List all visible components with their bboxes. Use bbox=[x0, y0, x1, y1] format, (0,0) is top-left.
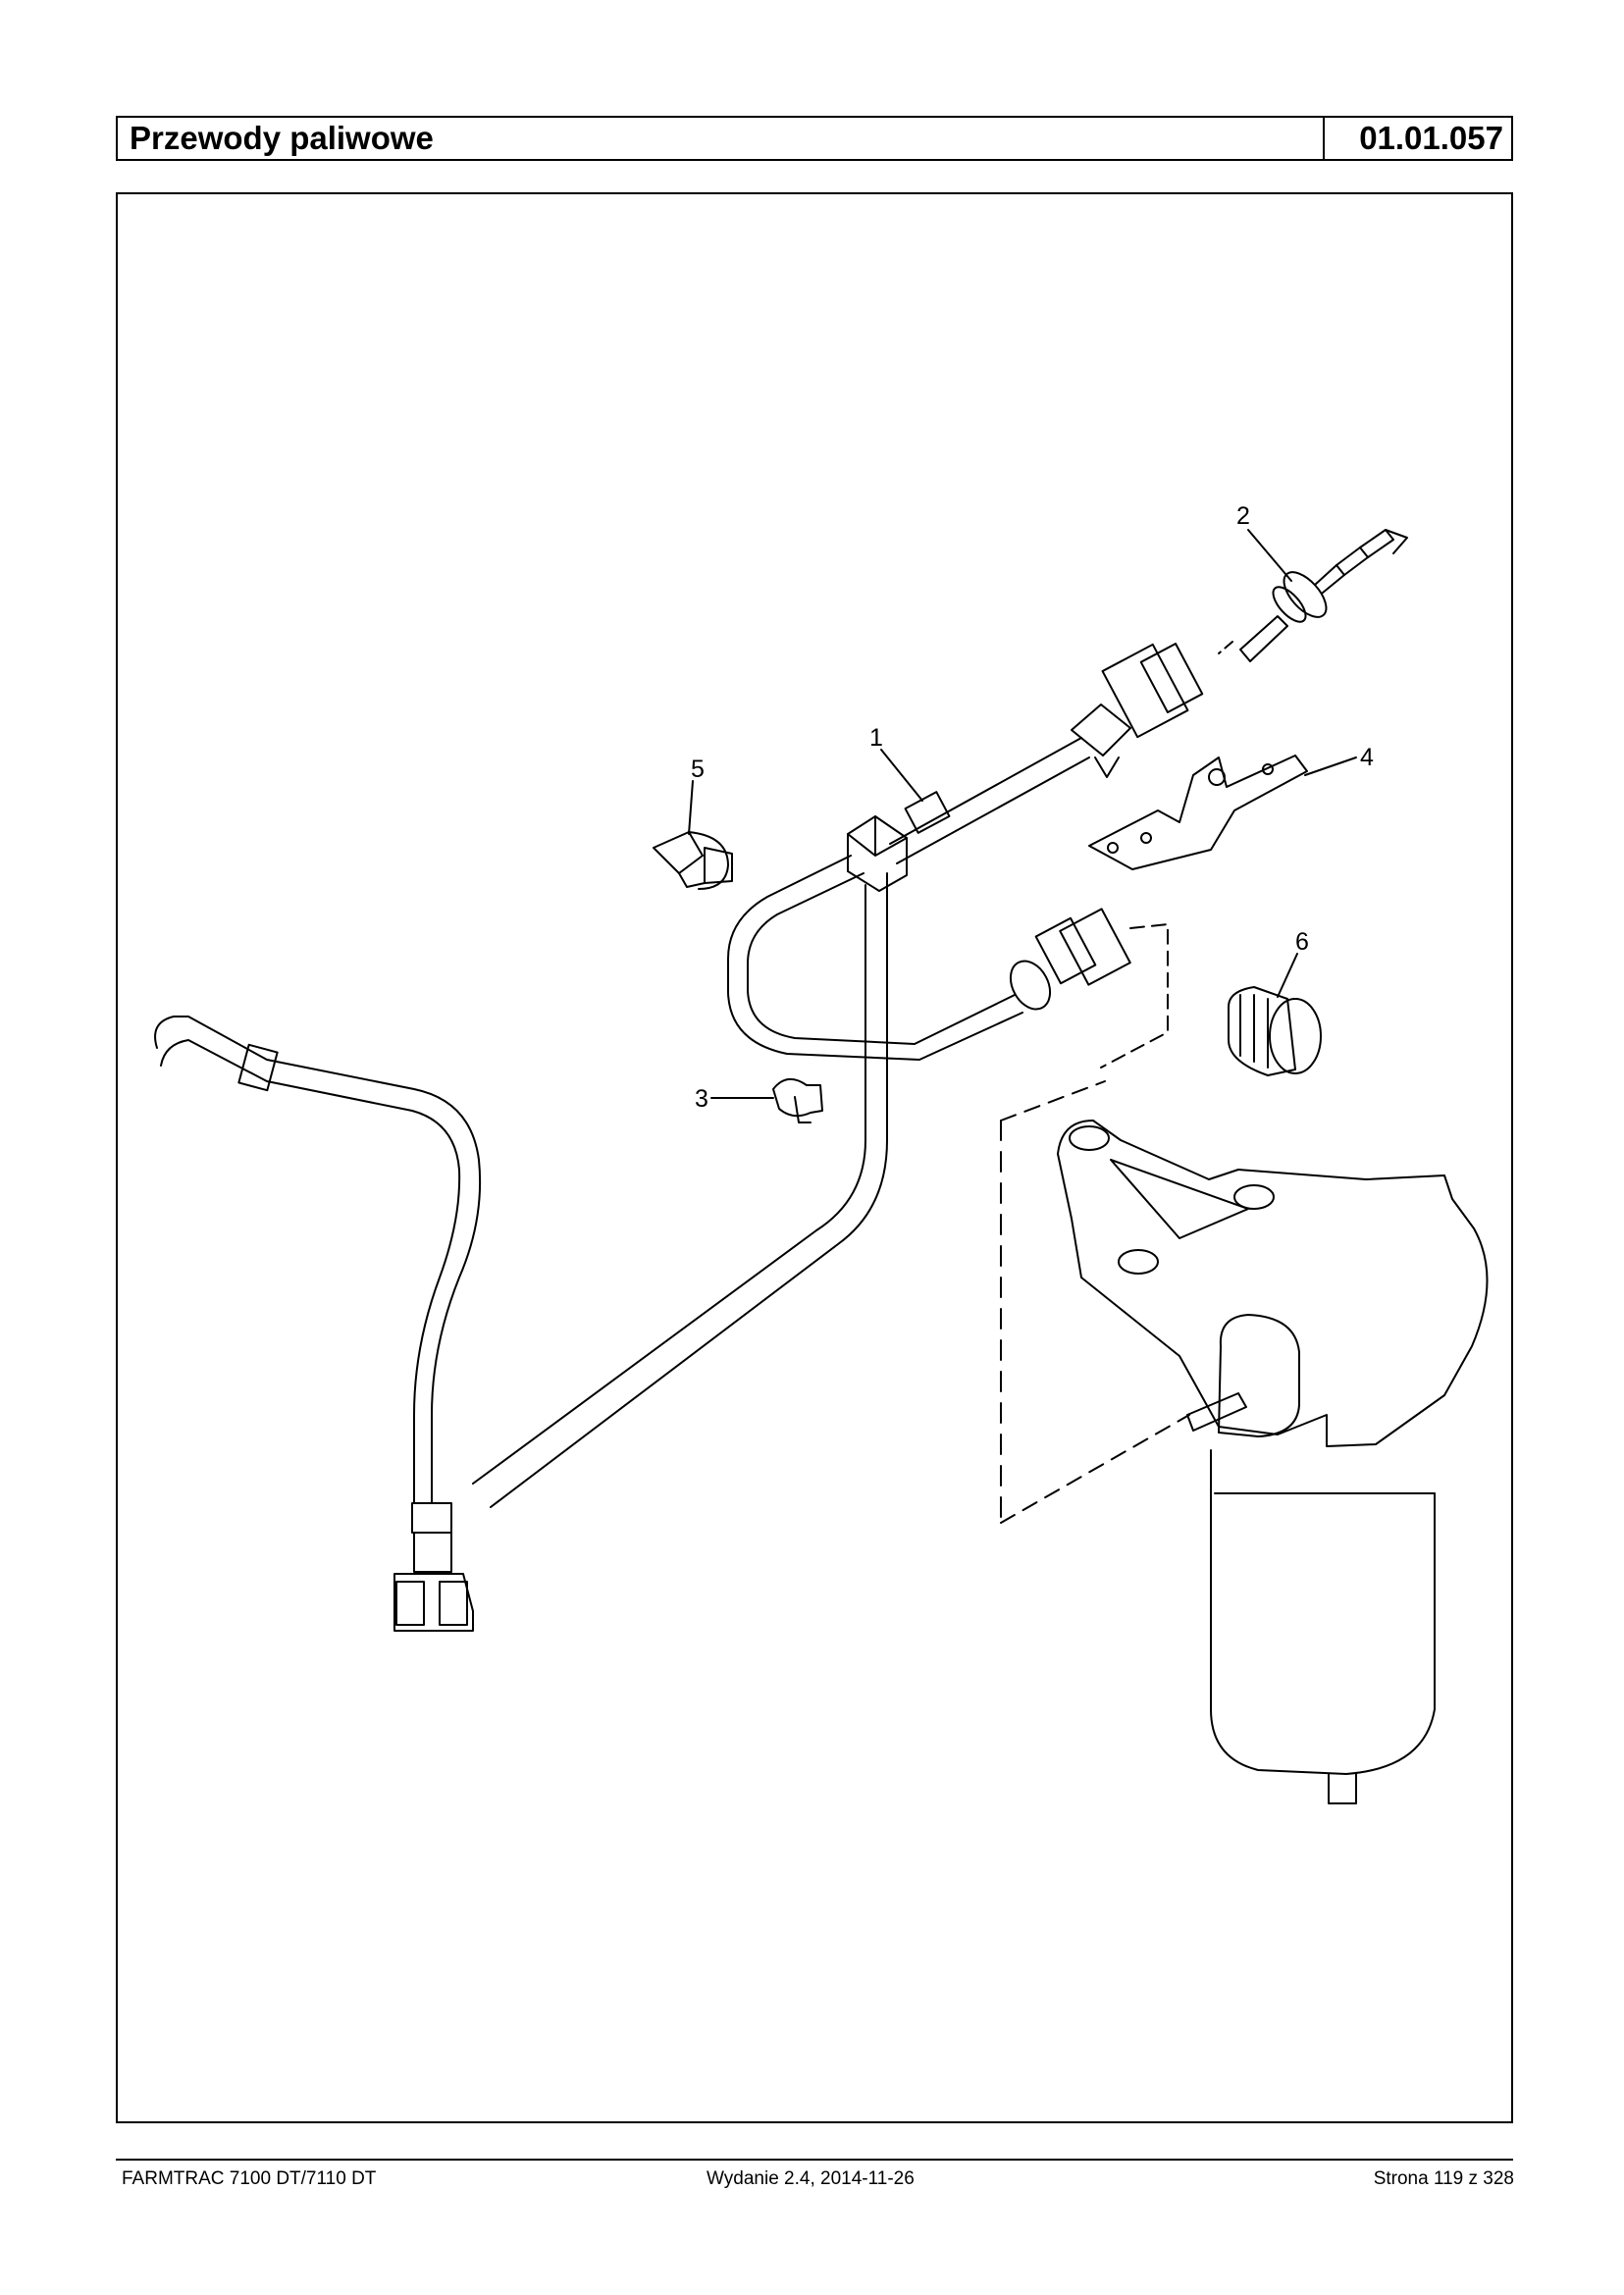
connector-lower bbox=[393, 1502, 474, 1632]
parts-diagram: 1 2 3 4 5 6 bbox=[116, 192, 1513, 2123]
pipe-main-upper bbox=[889, 737, 1090, 864]
callout-4: 4 bbox=[1360, 744, 1374, 771]
pipe-loop bbox=[727, 855, 1023, 1061]
connector-middle bbox=[1009, 908, 1169, 1069]
page-header: Przewody paliwowe 01.01.057 bbox=[116, 116, 1513, 161]
callout-3: 3 bbox=[695, 1085, 708, 1113]
fuel-lines-drawing: 1 2 3 4 5 6 bbox=[154, 502, 1489, 1804]
hose-clip-5 bbox=[653, 831, 733, 890]
tee-piece bbox=[847, 815, 908, 892]
hose-clip-3 bbox=[772, 1078, 823, 1123]
fuel-filter-assembly bbox=[1000, 1080, 1489, 1804]
callout-5: 5 bbox=[691, 756, 705, 783]
section-code: 01.01.057 bbox=[1323, 118, 1511, 159]
pipe-down bbox=[472, 872, 888, 1508]
page-title: Przewody paliwowe bbox=[130, 120, 434, 156]
blanking-plug bbox=[1228, 986, 1322, 1076]
hose-fitting bbox=[1218, 529, 1408, 662]
connector-upper bbox=[1071, 643, 1204, 778]
footer-divider bbox=[116, 2159, 1513, 2161]
footer-edition: Wydanie 2.4, 2014-11-26 bbox=[707, 2168, 915, 2189]
pipe-left bbox=[154, 1016, 482, 1504]
mounting-bracket bbox=[1088, 755, 1308, 870]
footer-page-number: Strona 119 z 328 bbox=[1373, 2168, 1514, 2189]
callout-leaders bbox=[688, 529, 1357, 1099]
callout-2: 2 bbox=[1236, 502, 1250, 530]
footer-model: FARMTRAC 7100 DT/7110 DT bbox=[122, 2168, 377, 2189]
callout-6: 6 bbox=[1295, 928, 1309, 956]
callout-1: 1 bbox=[869, 724, 883, 752]
